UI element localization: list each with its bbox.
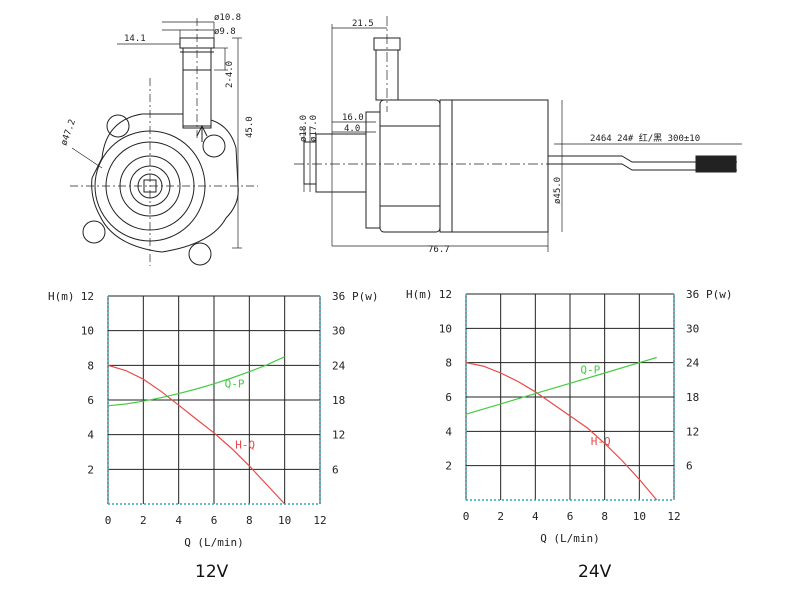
chart-12v-x-tick-label: 8 (246, 514, 253, 527)
chart-24v-x-label: Q (L/min) (540, 532, 600, 545)
chart-24v-series-label-h-q: H-Q (591, 435, 611, 448)
chart-12v-x-label: Q (L/min) (184, 536, 244, 549)
chart-12v-x-tick-label: 12 (313, 514, 326, 527)
chart-24v-x-tick-label: 8 (601, 510, 608, 523)
chart-24v-y-right-tick-label: 6 (686, 460, 693, 473)
mount-ear (188, 242, 212, 266)
dim-length-4: 4.0 (344, 124, 360, 134)
front-view-drawing: ø10.8 ø9.8 14.1 2-4.0 45.0 ø47.2 (59, 8, 262, 266)
chart-12v-y-left-tick-label: 4 (87, 429, 94, 442)
pump-body-outline (91, 113, 239, 253)
chart-12v-y-left-tick-label: 8 (87, 359, 94, 372)
flow-arrow-icon (196, 124, 208, 142)
dim-length-16: 16.0 (342, 113, 364, 123)
motor-body (439, 99, 549, 233)
dim-total-length: 76.7 (428, 245, 450, 255)
chart-24v-caption: 24V (578, 562, 612, 582)
dim-cable-spec: 2464 24# 红/黑 300±10 (590, 132, 700, 144)
chart-24v-y-left-tick-label: 2 (445, 460, 452, 473)
pump-head (379, 99, 441, 233)
chart-12v-y-right-tick-label: 30 (332, 325, 345, 338)
mount-ear (82, 220, 106, 244)
dim-body-dia: ø47.2 (59, 118, 78, 147)
chart-24v-series-h-q (465, 362, 658, 501)
chart-24v-x-tick-label: 12 (667, 510, 680, 523)
chart-24v-y-right-tick-label: 36 (686, 288, 699, 301)
chart-24v-y-right-label: P(w) (706, 288, 733, 301)
side-view-drawing: 21.5 16.0 4.0 ø18.0 ø17.0 2464 24# 红/黑 3… (292, 16, 750, 260)
chart-12v-y-left-tick-label: 2 (87, 463, 94, 476)
chart-24v-y-left-tick-label: 12 (439, 288, 452, 301)
chart-12v-series-h-q (107, 364, 286, 505)
dim-dia-45: ø45.0 (553, 177, 563, 204)
chart-24v-x-tick-label: 0 (463, 510, 470, 523)
chart-24v-x-tick-label: 2 (497, 510, 504, 523)
chart-24v-y-left-tick-label: 10 (439, 322, 452, 335)
chart-12v-y-right-tick-label: 18 (332, 394, 345, 407)
front-view-svg: ø10.8 ø9.8 14.1 2-4.0 45.0 ø47.2 (59, 13, 258, 266)
mount-ear (106, 114, 130, 138)
chart-12v-x-tick-label: 2 (140, 514, 147, 527)
chart-12v-caption: 12V (195, 562, 229, 582)
chart-12v-y-left-tick-label: 10 (81, 325, 94, 338)
dim-dia-18: ø18.0 (299, 115, 309, 142)
chart-24v-y-left-label: H(m) (406, 288, 433, 301)
chart-12v-x-tick-label: 6 (211, 514, 218, 527)
dim-height: 45.0 (245, 116, 255, 138)
chart-24v-x-tick-label: 10 (633, 510, 646, 523)
chart-12v-x-tick-label: 0 (105, 514, 112, 527)
chart-24v-y-right-tick-label: 30 (686, 322, 699, 335)
cable (548, 155, 737, 163)
chart-24v-x-tick-label: 4 (532, 510, 539, 523)
chart-12v-y-right-tick-label: 6 (332, 463, 339, 476)
chart-12v-y-right-tick-label: 24 (332, 359, 346, 372)
chart-12v-series-label-h-q: H-Q (235, 439, 255, 452)
chart-12v-y-right-label: P(w) (352, 290, 379, 303)
chart-12v-y-left-tick-label: 12 (81, 290, 94, 303)
chart-24v-y-left-tick-label: 6 (445, 391, 452, 404)
chart-24v-y-left-tick-label: 8 (445, 357, 452, 370)
dim-dia-17: ø17.0 (309, 115, 319, 142)
side-view-svg: 21.5 16.0 4.0 ø18.0 ø17.0 2464 24# 红/黑 3… (294, 16, 742, 255)
dim-inner-dia: ø9.8 (214, 27, 236, 37)
dim-barb: 2-4.0 (225, 61, 235, 88)
chart-24v-y-left-tick-label: 4 (445, 425, 452, 438)
chart-24v-x-tick-label: 6 (567, 510, 574, 523)
chart-24v-series-q-p (465, 356, 657, 415)
chart-12v-series-label-q-p: Q-P (225, 378, 245, 391)
chart-12v-y-right-tick-label: 36 (332, 290, 345, 303)
chart-12v-y-right-tick-label: 12 (332, 429, 345, 442)
chart-24v-series-label-q-p: Q-P (580, 363, 600, 376)
chart-24v-y-right-tick-label: 24 (686, 357, 700, 370)
chart-24v-y-right-tick-label: 12 (686, 425, 699, 438)
chart-12v-y-left-label: H(m) (48, 290, 75, 303)
chart-12v-y-left-tick-label: 6 (87, 394, 94, 407)
mount-ear (202, 134, 226, 158)
dim-offset: 14.1 (124, 34, 146, 44)
dim-outer-dia: ø10.8 (214, 13, 241, 23)
chart-12v-series-q-p (107, 356, 285, 407)
chart-12v-x-tick-label: 4 (175, 514, 182, 527)
chart-24v-y-right-tick-label: 18 (686, 391, 699, 404)
inlet-tube (315, 133, 367, 193)
dim-top-length: 21.5 (352, 19, 374, 29)
chart-12v-x-tick-label: 10 (278, 514, 291, 527)
outlet-tube (182, 47, 212, 129)
